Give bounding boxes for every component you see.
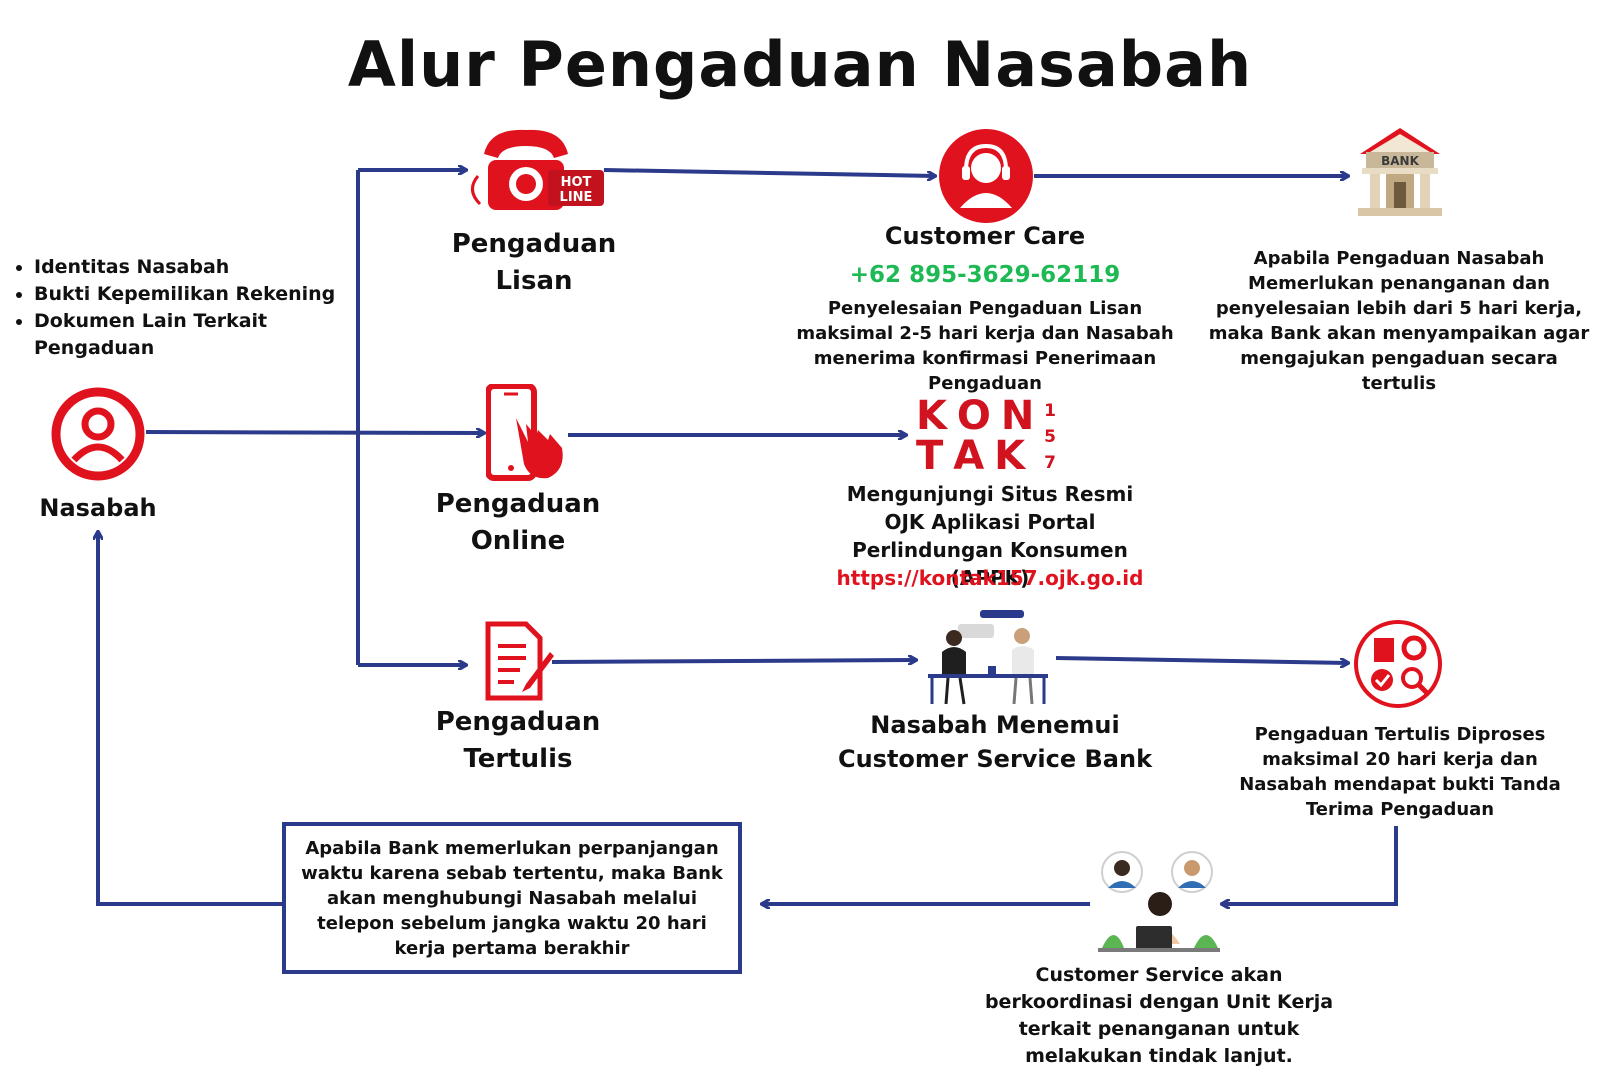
cs-meet-label: Nasabah Menemui Customer Service Bank	[830, 708, 1160, 776]
hotline-badge-text: LINE	[560, 190, 593, 205]
online-label-line: Pengaduan	[435, 489, 601, 519]
process-cycle-icon	[1354, 620, 1442, 708]
online-label: Pengaduan Online	[418, 486, 618, 560]
customer-care-desc: Penyelesaian Pengaduan Lisan maksimal 2-…	[796, 298, 1174, 394]
bank-desc: Apabila Pengaduan Nasabah Memerlukan pen…	[1208, 248, 1590, 394]
lisan-label: Pengaduan Lisan	[434, 226, 634, 300]
arrow-tertulis-cs	[551, 660, 916, 662]
customer-care-title: Customer Care	[884, 222, 1086, 250]
hotline-badge-text: HOT	[561, 175, 592, 190]
smartphone-touch-icon	[486, 384, 563, 481]
lisan-label-line: Pengaduan	[451, 229, 617, 259]
requirement-item: Dokumen Lain Terkait Pengaduan	[34, 308, 344, 362]
arrow-note-nasabah	[98, 532, 282, 906]
tertulis-label-line: Tertulis	[463, 744, 573, 774]
person-circle-icon	[51, 387, 145, 481]
kontak-digit: 7	[1044, 453, 1056, 473]
kontak-url[interactable]: https://kontak157.ojk.go.id	[836, 566, 1144, 590]
arrow-lisan-care	[603, 168, 935, 176]
headset-agent-icon	[939, 129, 1033, 223]
arrow-cs-processed	[1055, 656, 1348, 663]
kontak-logo: K O N T A K	[916, 396, 1076, 476]
requirements-list: Identitas Nasabah Bukti Kepemilikan Reke…	[14, 254, 344, 362]
requirement-item: Identitas Nasabah	[34, 254, 344, 281]
extension-note-box: Apabila Bank memerlukan perpanjangan wak…	[282, 822, 742, 974]
meeting-illustration-icon	[928, 610, 1048, 705]
kontak-logo-row: T A K	[916, 433, 1025, 479]
extension-note-text: Apabila Bank memerlukan perpanjangan wak…	[301, 837, 723, 959]
tertulis-label: Pengaduan Tertulis	[418, 704, 618, 778]
cs-meet-label-line: Customer Service Bank	[837, 745, 1153, 773]
cs-meet-label-line: Nasabah Menemui	[870, 711, 1120, 739]
kontak-digit: 5	[1044, 427, 1056, 447]
nasabah-label: Nasabah	[39, 494, 157, 522]
customer-care-phone: +62 895-3629-62119	[849, 262, 1121, 288]
hotline-phone-icon: HOT LINE	[471, 129, 604, 210]
document-pen-icon	[485, 621, 554, 701]
coordination-desc: Customer Service akan berkoordinasi deng…	[984, 964, 1334, 1067]
lisan-label-line: Lisan	[495, 266, 573, 296]
kontak-digit: 1	[1044, 401, 1056, 421]
arrow-processed-coordination	[1222, 826, 1398, 904]
online-label-line: Online	[470, 526, 566, 556]
page-title: Alur Pengaduan Nasabah	[347, 28, 1253, 101]
kontak-digits: 1 5 7	[1040, 398, 1060, 476]
kontak-logo-row: K O N	[916, 393, 1034, 439]
kontak-desc: Mengunjungi Situs Resmi OJK Aplikasi Por…	[846, 482, 1134, 590]
call-center-illustration-icon	[1098, 851, 1220, 952]
requirement-item: Bukti Kepemilikan Rekening	[34, 281, 344, 308]
tertulis-label-line: Pengaduan	[435, 707, 601, 737]
arrow-nasabah-online	[145, 432, 484, 433]
bank-sign-text: BANK	[1381, 154, 1419, 168]
processed-desc: Pengaduan Tertulis Diproses maksimal 20 …	[1239, 724, 1561, 820]
bank-building-icon: BANK	[1358, 128, 1442, 216]
